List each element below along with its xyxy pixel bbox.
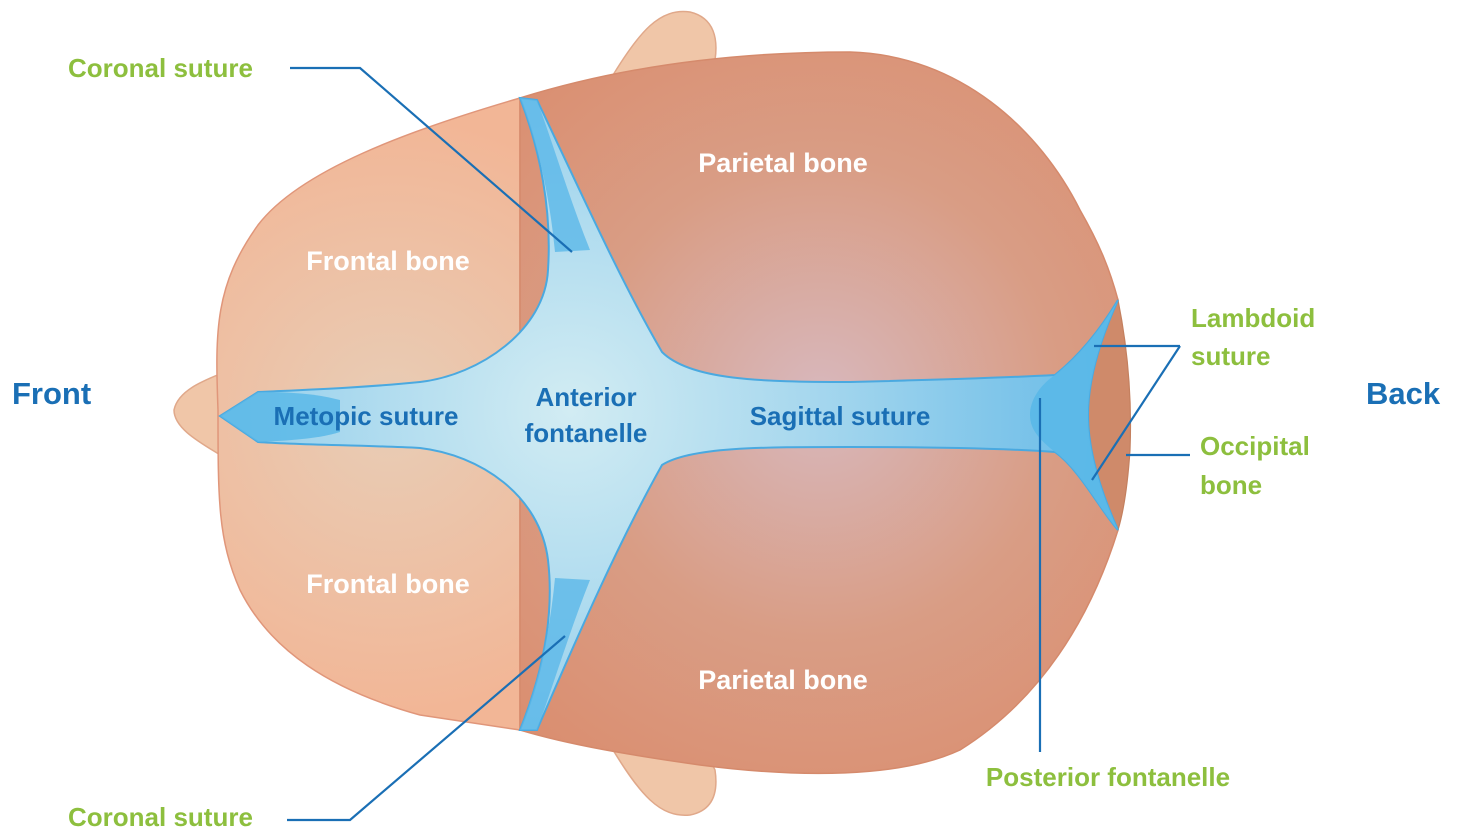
lambdoid-suture-label-line1: Lambdoid (1191, 303, 1315, 333)
sagittal-suture-label: Sagittal suture (750, 401, 931, 431)
metopic-suture-label: Metopic suture (274, 401, 459, 431)
anterior-fontanelle-label-line2: fontanelle (525, 418, 648, 448)
frontal-bone-bottom-label: Frontal bone (306, 569, 470, 599)
occipital-bone-label-line2: bone (1200, 470, 1262, 500)
front-label: Front (12, 376, 91, 411)
occipital-bone-label-line1: Occipital (1200, 431, 1310, 461)
coronal-suture-bottom-label: Coronal suture (68, 802, 253, 829)
frontal-bone-top-label: Frontal bone (306, 246, 470, 276)
parietal-bone-bottom-label: Parietal bone (698, 665, 868, 695)
anterior-fontanelle-label-line1: Anterior (535, 382, 636, 412)
posterior-fontanelle-label: Posterior fontanelle (986, 762, 1230, 792)
back-label: Back (1366, 376, 1441, 411)
parietal-bone-top-label: Parietal bone (698, 148, 868, 178)
lambdoid-suture-label-line2: suture (1191, 341, 1270, 371)
coronal-suture-top-label: Coronal suture (68, 53, 253, 83)
